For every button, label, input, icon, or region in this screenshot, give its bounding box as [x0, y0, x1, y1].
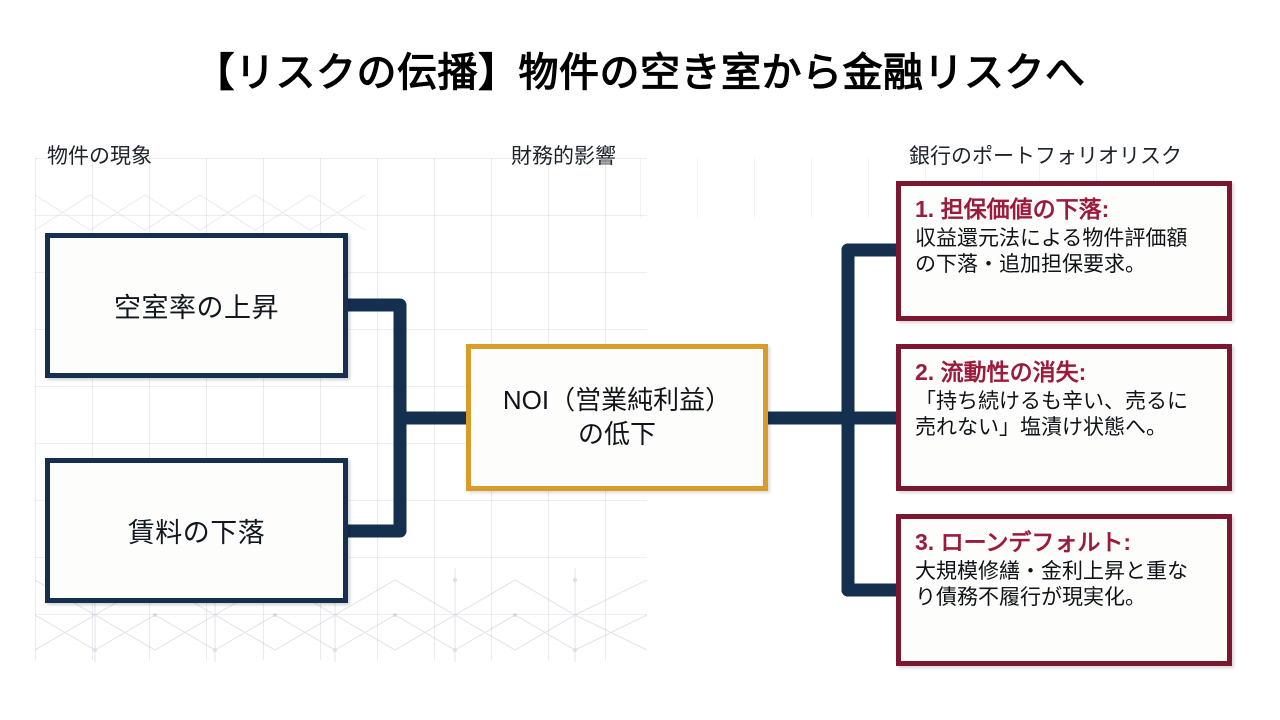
node-risk-collateral-value[interactable]: 1. 担保価値の下落: 収益還元法による物件評価額 の下落・追加担保要求。 [896, 181, 1232, 321]
node-risk-collateral-value-body-line1: 収益還元法による物件評価額 [915, 226, 1188, 250]
node-noi-decline-line2: の低下 [577, 418, 656, 449]
column-header-property: 物件の現象 [47, 145, 152, 168]
node-vacancy-rate-rise-label: 空室率の上昇 [114, 293, 279, 323]
node-vacancy-rate-rise[interactable]: 空室率の上昇 [45, 233, 348, 378]
node-rent-decline[interactable]: 賃料の下落 [45, 458, 348, 603]
node-risk-loan-default-body-line1: 大規模修繕・金利上昇と重な [915, 559, 1188, 583]
node-risk-collateral-value-body-line2: の下落・追加担保要求。 [915, 253, 1146, 277]
node-rent-decline-label: 賃料の下落 [127, 518, 266, 548]
node-risk-liquidity-loss[interactable]: 2. 流動性の消失: 「持ち続けるも辛い、売るに 売れない」塩漬け状態へ。 [896, 344, 1232, 491]
page-title: 【リスクの伝播】物件の空き室から金融リスクへ [194, 51, 1086, 95]
node-risk-liquidity-loss-body-line1: 「持ち続けるも辛い、売るに [915, 389, 1188, 413]
node-risk-liquidity-loss-title: 2. 流動性の消失: [915, 359, 1087, 385]
node-noi-decline-line1: NOI（営業純利益） [502, 384, 732, 415]
column-header-bank-risk: 銀行のポートフォリオリスク [909, 145, 1182, 168]
node-risk-liquidity-loss-body-line2: 売れない」塩漬け状態へ。 [915, 416, 1167, 440]
connector-rent-to-noi [341, 411, 407, 538]
node-noi-decline[interactable]: NOI（営業純利益） の低下 [466, 344, 768, 491]
node-risk-loan-default-body-line2: り債務不履行が現実化。 [915, 586, 1146, 610]
connector-vacancy-to-noi [341, 298, 407, 425]
node-risk-loan-default[interactable]: 3. ローンデフォルト: 大規模修繕・金利上昇と重な り債務不履行が現実化。 [896, 514, 1232, 666]
node-risk-loan-default-title: 3. ローンデフォルト: [915, 529, 1132, 555]
node-risk-collateral-value-title: 1. 担保価値の下落: [915, 196, 1110, 222]
column-header-financial: 財務的影響 [511, 145, 616, 168]
